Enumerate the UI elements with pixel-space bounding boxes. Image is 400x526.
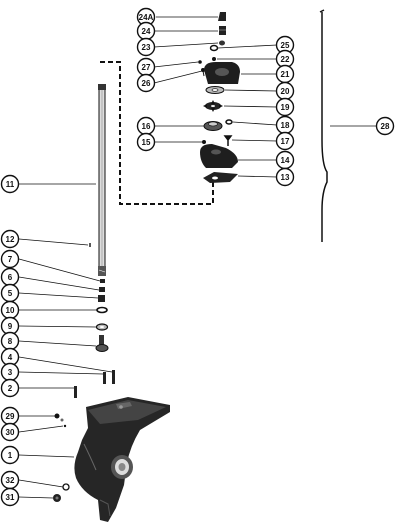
- callout-circle: [136, 132, 156, 152]
- callout-p7: 7: [0, 249, 20, 269]
- callout-label: 6: [8, 273, 13, 282]
- callout-p5: 5: [0, 283, 20, 303]
- callout-circle: [0, 249, 20, 269]
- callout-p9: 9: [0, 316, 20, 336]
- callout-label: 5: [8, 289, 13, 298]
- callout-p1: 1: [0, 445, 20, 465]
- callout-p19: 19: [275, 97, 295, 117]
- callout-p12: 12: [0, 229, 20, 249]
- callout-p8: 8: [0, 331, 20, 351]
- callout-circle: [0, 445, 20, 465]
- callout-label: 30: [6, 428, 15, 437]
- callout-p6: 6: [0, 267, 20, 287]
- callout-label: 26: [142, 79, 151, 88]
- callout-label: 18: [281, 121, 290, 130]
- callout-p18: 18: [275, 115, 295, 135]
- callout-label: 19: [281, 103, 290, 112]
- callout-label: 3: [8, 368, 13, 377]
- callout-circle: [375, 116, 395, 136]
- callout-label: 10: [6, 306, 15, 315]
- callout-p2: 2: [0, 378, 20, 398]
- callout-circle: [0, 422, 20, 442]
- callout-p11: 11: [0, 174, 20, 194]
- callout-circle: [136, 37, 156, 57]
- callout-p27: 27: [136, 57, 156, 77]
- callout-p32: 32: [0, 470, 20, 490]
- callout-label: 29: [6, 412, 15, 421]
- callout-circle: [136, 73, 156, 93]
- callout-p20: 20: [275, 81, 295, 101]
- callout-p29: 29: [0, 406, 20, 426]
- callout-circle: [275, 131, 295, 151]
- callout-circle: [0, 487, 20, 507]
- callout-circle: [0, 378, 20, 398]
- callout-circle: [275, 97, 295, 117]
- callout-p16: 16: [136, 116, 156, 136]
- callout-label: 2: [8, 384, 13, 393]
- callout-p14: 14: [275, 150, 295, 170]
- gear-housing: [74, 397, 170, 522]
- callout-label: 27: [142, 63, 151, 72]
- callout-p10: 10: [0, 300, 20, 320]
- callout-p17: 17: [275, 131, 295, 151]
- callout-label: 22: [281, 55, 290, 64]
- callout-label: 24: [142, 27, 151, 36]
- callout-p3: 3: [0, 362, 20, 382]
- callout-label: 23: [142, 43, 151, 52]
- callout-circle: [0, 174, 20, 194]
- shift-rod: [321, 12, 328, 242]
- callout-label: 11: [6, 180, 15, 189]
- callout-p28: 28: [375, 116, 395, 136]
- callout-label: 1: [8, 451, 13, 460]
- callout-label: 17: [281, 137, 290, 146]
- callout-p24: 24: [136, 21, 156, 41]
- callout-label: 7: [8, 255, 13, 264]
- callout-label: 4: [8, 353, 13, 362]
- callout-label: 24A: [139, 13, 154, 22]
- callout-label: 14: [281, 156, 290, 165]
- assembly-dashed-path: [100, 61, 214, 205]
- callout-label: 16: [142, 122, 151, 131]
- callout-p23: 23: [136, 37, 156, 57]
- callout-p31: 31: [0, 487, 20, 507]
- callout-label: 8: [8, 337, 13, 346]
- callout-circle: [275, 167, 295, 187]
- callout-label: 9: [8, 322, 13, 331]
- callout-label: 31: [6, 493, 15, 502]
- callout-label: 25: [281, 41, 290, 50]
- callout-circle: [0, 229, 20, 249]
- callout-p15: 15: [136, 132, 156, 152]
- callout-p30: 30: [0, 422, 20, 442]
- callout-label: 20: [281, 87, 290, 96]
- callout-p13: 13: [275, 167, 295, 187]
- callout-label: 12: [6, 235, 15, 244]
- drive-shaft: [98, 84, 106, 276]
- callout-label: 15: [142, 138, 151, 147]
- callout-p26: 26: [136, 73, 156, 93]
- water-pump-parts: [198, 12, 240, 183]
- callout-label: 32: [6, 476, 15, 485]
- callout-label: 13: [281, 173, 290, 182]
- callout-label: 28: [381, 122, 390, 131]
- leader-lines: [18, 16, 376, 499]
- callout-label: 21: [281, 70, 290, 79]
- callout-p21: 21: [275, 64, 295, 84]
